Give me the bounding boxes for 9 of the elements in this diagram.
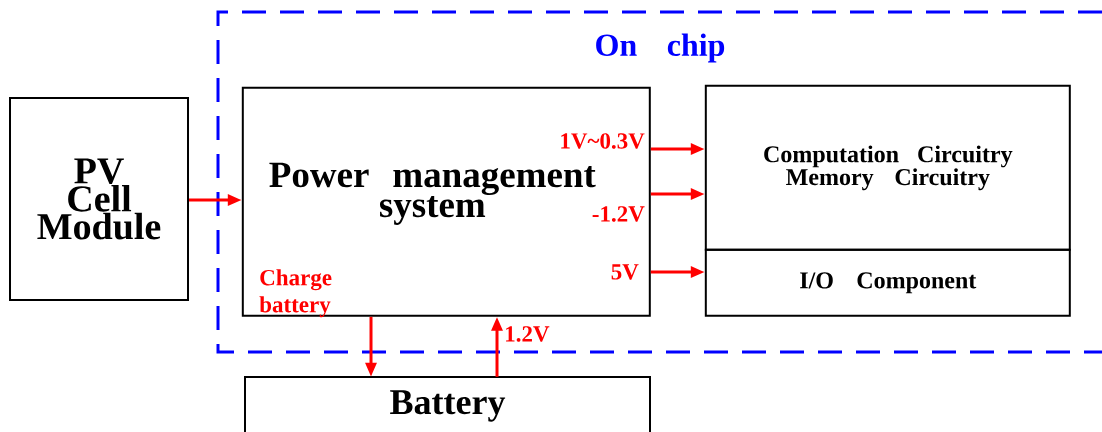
component-box: I/O Component [704,248,1071,317]
component-box: Computation Circuitry Memory Circuitry [704,84,1071,251]
edge-label: Charge battery [259,269,332,318]
component-box: PV Cell Module [9,97,189,301]
edge-label: 5V [611,264,639,280]
edge-label: 1.2V [506,326,550,342]
edge-label: 1V~0.3V [561,133,645,149]
edge-label: -1.2V [592,206,645,222]
component-box: Battery [244,376,651,432]
